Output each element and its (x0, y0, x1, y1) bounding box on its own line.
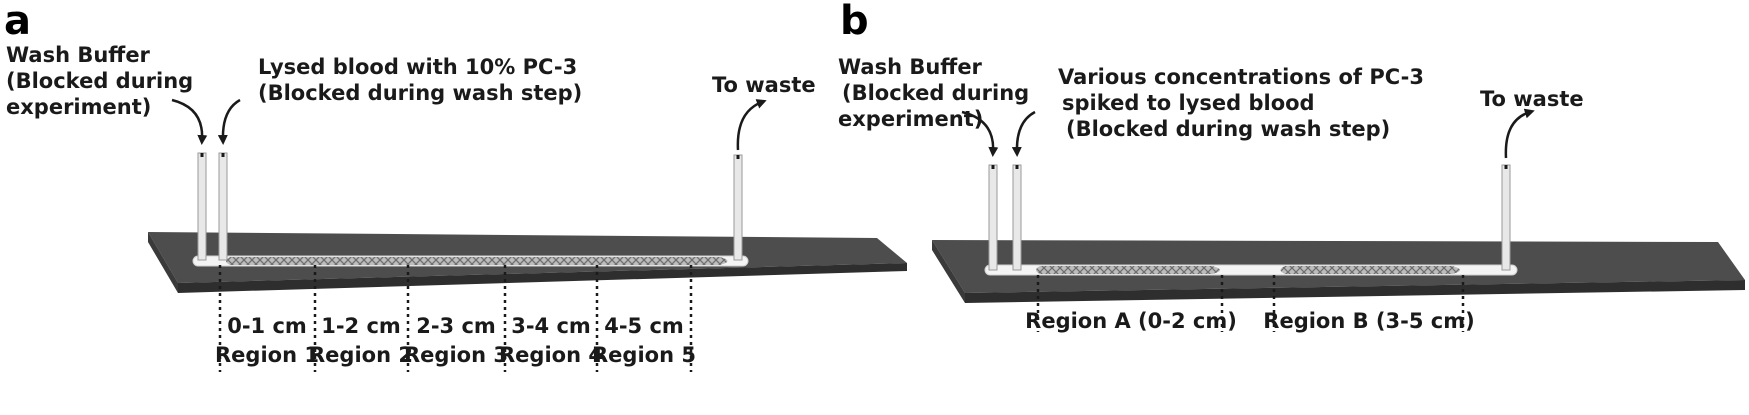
panel-a-sample-label: Lysed blood with 10% PC-3 (Blocked durin… (258, 55, 585, 105)
panel-a-sample-tube (218, 152, 228, 261)
panel-b-dividers (1036, 275, 1465, 332)
region-2-range: 1-2 cm (321, 314, 401, 338)
panel-b-wash-buffer-label: Wash Buffer (Blocked during experiment) (838, 55, 1037, 131)
region-3-name: Region 3 (404, 343, 508, 367)
panel-a-wash-buffer-line3: experiment) (6, 95, 151, 119)
panel-b-sample-line3: (Blocked during wash step) (1066, 117, 1390, 141)
curved-arrow-down-icon (961, 110, 999, 157)
region-1-name: Region 1 (215, 343, 319, 367)
region-a-label: Region A (0-2 cm) (1025, 309, 1237, 333)
panel-a-wash-buffer-label: Wash Buffer (Blocked during experiment) (6, 43, 201, 119)
panel-a: a Wash Buffer (Blocked during experiment… (4, 0, 907, 372)
panel-a-outlet-label: To waste (712, 73, 816, 97)
region-b-label: Region B (3-5 cm) (1263, 309, 1474, 333)
region-1-range: 0-1 cm (227, 314, 307, 338)
region-2-name: Region 2 (309, 343, 413, 367)
panel-a-wash-buffer-line1: Wash Buffer (6, 43, 151, 67)
curved-arrow-down-icon (1011, 110, 1036, 157)
panel-b-sample-line1: Various concentrations of PC-3 (1058, 65, 1424, 89)
panel-b-sample-label: Various concentrations of PC-3 spiked to… (1058, 65, 1431, 141)
curved-arrow-up-icon (1504, 108, 1535, 159)
panel-a-outlet-tube (733, 154, 743, 261)
panel-a-wash-buffer-line2: (Blocked during (6, 69, 193, 93)
panel-b-sample-line2: spiked to lysed blood (1062, 91, 1315, 115)
region-3-range: 2-3 cm (416, 314, 496, 338)
panel-a-wash-tube (197, 152, 207, 261)
region-4-name: Region 4 (499, 343, 603, 367)
region-4-range: 3-4 cm (511, 314, 591, 338)
panel-b-outlet-label: To waste (1480, 87, 1584, 111)
panel-a-chip-edge (178, 263, 907, 293)
panel-b-capture-region-b (1280, 266, 1460, 274)
panel-b-outlet-tube (1501, 164, 1511, 271)
panel-b-wash-buffer-line1: Wash Buffer (838, 55, 983, 79)
curved-arrow-down-icon (171, 98, 208, 145)
panel-b-sample-tube (1012, 164, 1022, 271)
panel-a-sample-line1: Lysed blood with 10% PC-3 (258, 55, 577, 79)
panel-a-capture-region (226, 257, 728, 265)
curved-arrow-up-icon (736, 99, 767, 151)
panel-b-capture-region-a (1036, 266, 1220, 274)
panel-b-wash-buffer-line2: (Blocked during (842, 81, 1029, 105)
panel-a-chip-side (148, 232, 178, 293)
panel-b: b Wash Buffer (Blocked during experiment… (838, 0, 1745, 333)
panel-b-chip-side (932, 240, 965, 303)
panel-a-region-labels: 0-1 cm Region 1 1-2 cm Region 2 2-3 cm R… (215, 314, 696, 367)
panel-b-wash-buffer-line3: experiment) (838, 107, 983, 131)
panel-a-letter: a (4, 0, 31, 44)
region-5-name: Region 5 (592, 343, 696, 367)
panel-b-wash-tube (988, 164, 998, 271)
region-5-range: 4-5 cm (604, 314, 684, 338)
panel-b-chip-edge (965, 280, 1745, 303)
curved-arrow-down-icon (217, 98, 241, 145)
panel-b-letter: b (840, 0, 869, 44)
panel-a-sample-line2: (Blocked during wash step) (258, 81, 582, 105)
